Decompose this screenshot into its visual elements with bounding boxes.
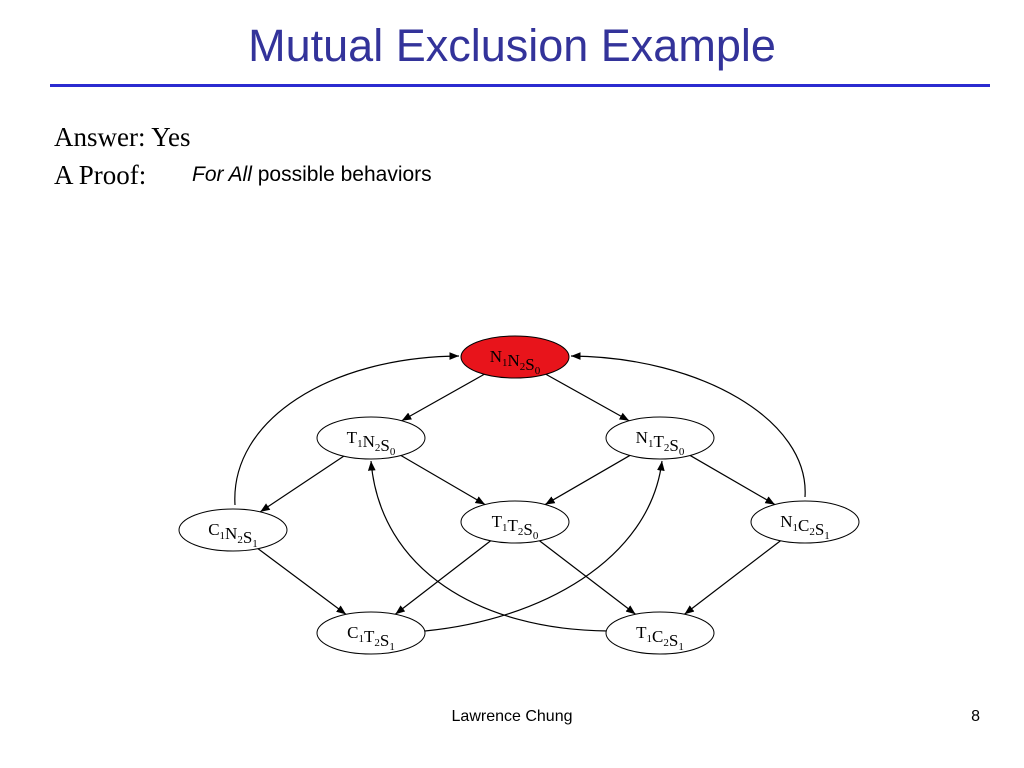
state-C1N2S1: C1N2S1 xyxy=(178,508,288,552)
state-label: T1C2S1 xyxy=(636,623,684,653)
state-label: N1C2S1 xyxy=(780,512,830,542)
state-ellipse xyxy=(316,416,426,460)
transition-T1T2S0-to-C1T2S1 xyxy=(394,540,492,615)
transition-N1T2S0-to-T1T2S0 xyxy=(544,454,631,506)
state-ellipse xyxy=(605,416,715,460)
state-ellipse xyxy=(178,508,288,552)
page-number: 8 xyxy=(971,708,980,725)
transition-N1C2S1-to-N1N2S0 xyxy=(570,352,806,498)
state-ellipse xyxy=(605,611,715,655)
transition-N1N2S0-to-N1T2S0 xyxy=(545,373,630,422)
state-label: T1T2S0 xyxy=(492,512,539,542)
state-N1N2S0: N1N2S0 xyxy=(460,335,570,379)
transition-N1N2S0-to-T1N2S0 xyxy=(401,373,485,422)
state-ellipse xyxy=(316,611,426,655)
transition-T1T2S0-to-T1C2S1 xyxy=(539,540,636,615)
transition-C1N2S1-to-N1N2S0 xyxy=(234,352,460,506)
title-underline xyxy=(50,84,990,87)
transition-C1T2S1-to-N1T2S0 xyxy=(424,460,665,632)
state-label: N1T2S0 xyxy=(636,428,685,458)
transition-T1N2S0-to-T1T2S0 xyxy=(400,454,486,506)
state-T1N2S0: T1N2S0 xyxy=(316,416,426,460)
state-N1C2S1: N1C2S1 xyxy=(750,500,860,544)
transition-N1T2S0-to-N1C2S1 xyxy=(689,454,776,506)
state-label: C1T2S1 xyxy=(347,623,395,653)
state-label: C1N2S1 xyxy=(208,520,258,550)
proof-note: For All possible behaviors xyxy=(192,163,432,187)
transition-C1N2S1-to-C1T2S1 xyxy=(257,548,347,615)
proof-label: A Proof: xyxy=(54,160,147,190)
slide-title: Mutual Exclusion Example xyxy=(248,20,776,71)
transition-N1C2S1-to-T1C2S1 xyxy=(684,540,781,615)
state-N1T2S0: N1T2S0 xyxy=(605,416,715,460)
state-label: N1N2S0 xyxy=(490,347,541,377)
state-ellipse xyxy=(460,335,570,379)
proof-emphasis: For All xyxy=(192,163,252,186)
answer-text: Answer: Yes xyxy=(54,122,191,152)
proof-rest: possible behaviors xyxy=(251,163,432,186)
state-C1T2S1: C1T2S1 xyxy=(316,611,426,655)
state-ellipse xyxy=(460,500,570,544)
transition-T1C2S1-to-T1N2S0 xyxy=(367,460,609,632)
state-T1C2S1: T1C2S1 xyxy=(605,611,715,655)
transition-T1N2S0-to-C1N2S1 xyxy=(259,455,345,513)
state-label: T1N2S0 xyxy=(347,428,396,458)
footer-author: Lawrence Chung xyxy=(451,708,573,725)
state-ellipse xyxy=(750,500,860,544)
state-T1T2S0: T1T2S0 xyxy=(460,500,570,544)
